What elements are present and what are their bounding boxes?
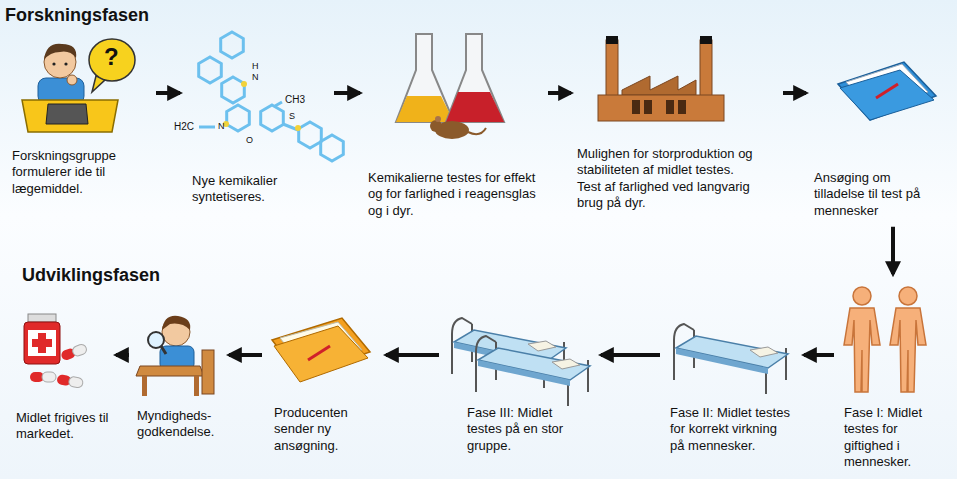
flow-arrow (386, 353, 439, 357)
step-node: Forskningsgruppe formulerer ide til læge… (12, 30, 150, 199)
step-caption: Producenten sender ny ansøgning. (274, 405, 364, 454)
step-caption: Fase III: Midlet testes på en stor grupp… (467, 405, 579, 454)
step-caption: Mulighen for storproduktion og stabilite… (577, 146, 755, 211)
step-node: Mulighen for storproduktion og stabilite… (577, 30, 777, 213)
atom-label: O (246, 136, 253, 146)
atom-label: N (218, 122, 225, 132)
atom-label: H2C (174, 121, 194, 132)
people-icon (844, 287, 926, 392)
flow-arrow (804, 353, 834, 357)
step-caption: Fase II: Midlet testes for korrekt virkn… (670, 405, 790, 454)
question-mark: ? (104, 44, 119, 70)
factory-icon (598, 36, 724, 121)
flow-arrow (334, 91, 360, 95)
hospital-bed-icon (452, 318, 788, 406)
atom-label: H (252, 62, 259, 72)
step-node: Nye kemikalier syntetiseres. (186, 30, 328, 208)
step-caption: Ansøging om tilladelse til test på menne… (814, 170, 944, 219)
application-folder-icon (838, 62, 936, 120)
step-node: Kemikalierne testes for effekt og for fa… (366, 30, 542, 221)
medicine-icon (24, 314, 88, 388)
step-caption: Kemikalierne testes for effekt og for fa… (368, 170, 542, 219)
molecule-icon (199, 32, 344, 161)
flow-arrow (783, 91, 806, 95)
step-caption: Nye kemikalier syntetiseres. (192, 173, 322, 206)
step-caption: Myndigheds- godkendelse. (137, 408, 221, 441)
step-node: Midlet frigives til markedet. (12, 300, 110, 445)
step-caption: Midlet frigives til markedet. (16, 410, 110, 443)
flow-arrow (601, 353, 660, 357)
flow-arrow (229, 353, 262, 357)
step-caption: Fase I: Midlet testes for giftighed i me… (844, 405, 946, 470)
atom-label: S (289, 112, 295, 122)
step-caption: Forskningsgruppe formulerer ide til læge… (12, 148, 150, 197)
flow-arrow (548, 91, 571, 95)
step-node: Fase III: Midlet testes på en stor grupp… (445, 300, 595, 456)
phase-heading: Udviklingsfasen (22, 266, 160, 286)
phase-heading: Forskningsfasen (5, 6, 149, 26)
authority-icon (136, 316, 214, 396)
new-application-icon (272, 318, 370, 382)
atom-label: N (252, 73, 259, 83)
flow-arrow (116, 353, 129, 357)
step-node: Myndigheds- godkendelse. (135, 300, 223, 443)
step-node: Fase I: Midlet testes for giftighed i me… (840, 280, 948, 472)
researcher-icon (22, 39, 135, 132)
flow-arrow (156, 91, 180, 95)
step-node: Fase II: Midlet testes for korrekt virkn… (666, 300, 798, 456)
step-node: Producenten sender ny ansøgning. (268, 300, 380, 456)
step-node: Ansøging om tilladelse til test på menne… (812, 40, 950, 221)
atom-label: CH3 (285, 94, 305, 105)
flasks-icon (396, 34, 504, 139)
flow-arrow (891, 227, 895, 274)
